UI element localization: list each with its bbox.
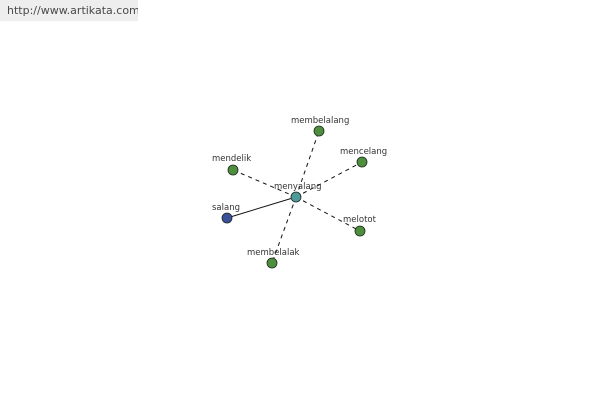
graph-edges	[226, 130, 363, 264]
node-mencelang[interactable]	[356, 156, 368, 168]
edge-menyalang-melotot	[295, 196, 361, 232]
node-membelalak[interactable]	[266, 257, 278, 269]
node-label-menyalang[interactable]: menyalang	[274, 182, 322, 192]
node-salang[interactable]	[221, 212, 233, 224]
graph-labels: membelalang mencelang mendelik salang meloto…	[212, 116, 387, 258]
node-label-mencelang[interactable]: mencelang	[340, 147, 387, 157]
source-url-text[interactable]: http://www.artikata.com	[7, 4, 138, 17]
source-url-banner[interactable]: http://www.artikata.com	[0, 0, 138, 21]
node-membelalang[interactable]	[313, 125, 325, 137]
graph-nodes	[221, 125, 368, 269]
edge-menyalang-membelalak	[271, 196, 297, 264]
node-label-mendelik[interactable]: mendelik	[212, 154, 251, 164]
edge-menyalang-salang	[226, 196, 297, 219]
node-label-melotot[interactable]: melotot	[343, 215, 377, 225]
node-menyalang[interactable]	[290, 191, 302, 203]
node-mendelik[interactable]	[227, 164, 239, 176]
node-label-salang[interactable]: salang	[212, 203, 240, 213]
edge-menyalang-mendelik	[232, 169, 297, 198]
edge-menyalang-membelalang	[295, 130, 320, 198]
node-label-membelalang[interactable]: membelalang	[291, 116, 349, 126]
node-melotot[interactable]	[354, 225, 366, 237]
node-label-membelalak[interactable]: membelalak	[247, 248, 300, 258]
